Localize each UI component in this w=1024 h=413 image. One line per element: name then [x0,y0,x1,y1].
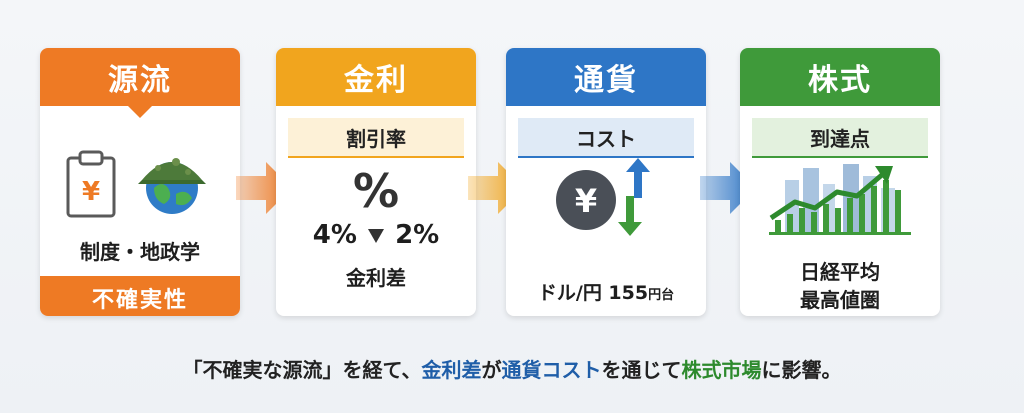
percent-symbol: % [352,164,400,218]
card-source-header: 源流 [40,48,240,106]
card-source-title: 源流 [108,63,172,98]
card-source-footer-label: 不確実性 [91,288,188,313]
yen-coin-icon: ¥ [556,170,616,230]
card-interest-subtitle: 割引率 [346,126,406,151]
card-interest-header: 金利 [276,48,476,106]
card-interest-title: 金利 [344,63,408,98]
header-pointer [128,106,152,118]
rate-from: 4% [312,220,357,250]
globe-helmet-icon [138,158,206,214]
card-currency-title: 通貨 [574,63,638,98]
card-stock-subtitle: 到達点 [810,126,870,151]
arrow-down-icon [368,228,384,243]
card-stock: 株式 到達点 日経平均 最高値圏 [740,48,940,316]
card-currency-label-main: ドル/円 155 [537,282,649,304]
caption-part7: に影響。 [761,358,842,382]
card-currency-header: 通貨 [506,48,706,106]
rate-to: 2% [395,220,440,250]
card-currency-label: ドル/円 155円台 [506,278,706,305]
card-stock-label-line2: 最高値圏 [800,288,880,312]
caption-part6: 株式市場 [681,358,762,382]
svg-text:¥: ¥ [575,182,597,220]
card-source-body: ¥ 制度・地政学 不確実性 [40,150,240,316]
card-currency-subtitle: コスト [576,126,636,151]
card-currency-subtitle-box: コスト [518,118,694,158]
city-growth-chart-icon [769,164,911,235]
card-currency-label-unit: 円台 [648,288,675,303]
clipboard-yen-icon: ¥ [66,150,116,218]
card-stock-header: 株式 [740,48,940,106]
card-interest-label: 金利差 [346,266,406,290]
card-source-footer: 不確実性 [40,276,240,316]
card-stock-label-line1: 日経平均 [800,260,880,284]
caption-part4: 通貨コスト [501,358,602,382]
rate-change: 4% 2% [276,220,476,250]
card-interest-subtitle-box: 割引率 [288,118,464,158]
caption-part1: 「不確実な源流」を経て、 [182,358,422,382]
caption-part5: を通じて [601,358,682,382]
card-currency: 通貨 コスト ¥ ドル/円 155円台 [506,48,706,316]
summary-caption: 「不確実な源流」を経て、金利差が通貨コストを通じて株式市場に影響。 [0,354,1024,383]
card-stock-body: 日経平均 最高値圏 [740,158,940,316]
caption-part2: 金利差 [421,358,482,382]
card-source-label: 制度・地政学 [80,240,200,264]
card-interest: 金利 割引率 % 4% 2% 金利差 [276,48,476,316]
card-interest-body: % 4% 2% 金利差 [276,158,476,316]
card-source: 源流 ¥ 制度・地政学 不確実性 [40,48,240,316]
arrow-down-icon [618,196,642,236]
arrow-up-icon [626,158,650,198]
card-stock-subtitle-box: 到達点 [752,118,928,158]
svg-text:¥: ¥ [82,177,100,207]
caption-part3: が [481,358,502,382]
card-stock-title: 株式 [808,63,872,98]
card-currency-body: ¥ ドル/円 155円台 [506,158,706,316]
